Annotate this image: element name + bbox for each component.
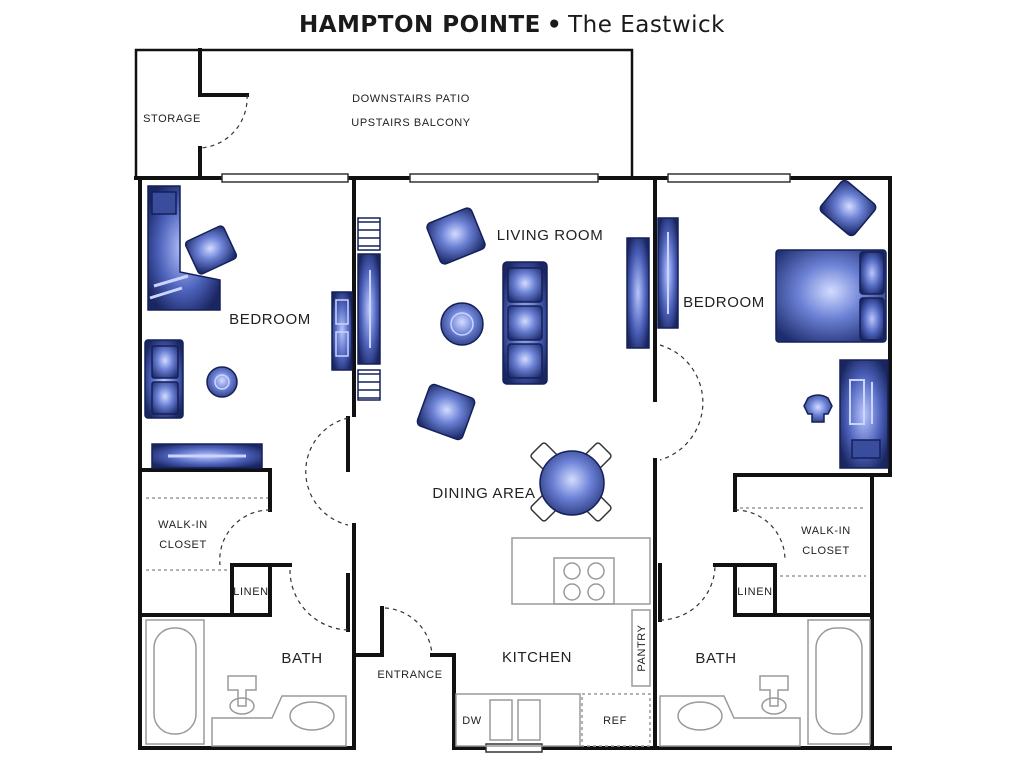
- label-bedroom-left: BEDROOM: [229, 311, 311, 328]
- plan-title: HAMPTON POINTE•The Eastwick: [0, 12, 1024, 38]
- walls: [134, 48, 892, 750]
- label-living-room: LIVING ROOM: [497, 227, 604, 244]
- label-linen-right: LINEN: [737, 586, 772, 598]
- label-closet-left-2: CLOSET: [159, 539, 207, 551]
- label-entrance: ENTRANCE: [377, 669, 442, 681]
- label-pantry: PANTRY: [636, 624, 648, 671]
- label-linen-left: LINEN: [233, 586, 268, 598]
- title-separator: •: [546, 12, 563, 38]
- room-labels: STORAGE DOWNSTAIRS PATIO UPSTAIRS BALCON…: [143, 93, 851, 727]
- label-storage: STORAGE: [143, 113, 201, 125]
- label-refrigerator: REF: [603, 715, 627, 727]
- label-closet-right-2: CLOSET: [802, 545, 850, 557]
- windows: [221, 173, 791, 753]
- label-patio-line1: DOWNSTAIRS PATIO: [352, 93, 470, 105]
- label-dishwasher: DW: [462, 715, 482, 727]
- door-swings: [199, 94, 786, 656]
- title-brand: HAMPTON POINTE: [298, 12, 541, 38]
- label-bath-right: BATH: [695, 650, 736, 667]
- label-closet-left-1: WALK-IN: [158, 519, 208, 531]
- furniture: [144, 179, 889, 522]
- label-kitchen: KITCHEN: [502, 649, 572, 666]
- fixtures: [145, 497, 871, 747]
- label-patio-line2: UPSTAIRS BALCONY: [351, 117, 470, 129]
- label-bedroom-right: BEDROOM: [683, 294, 765, 311]
- label-bath-left: BATH: [281, 650, 322, 667]
- label-closet-right-1: WALK-IN: [801, 525, 851, 537]
- label-dining-area: DINING AREA: [432, 485, 535, 502]
- title-plan-name: The Eastwick: [568, 12, 725, 38]
